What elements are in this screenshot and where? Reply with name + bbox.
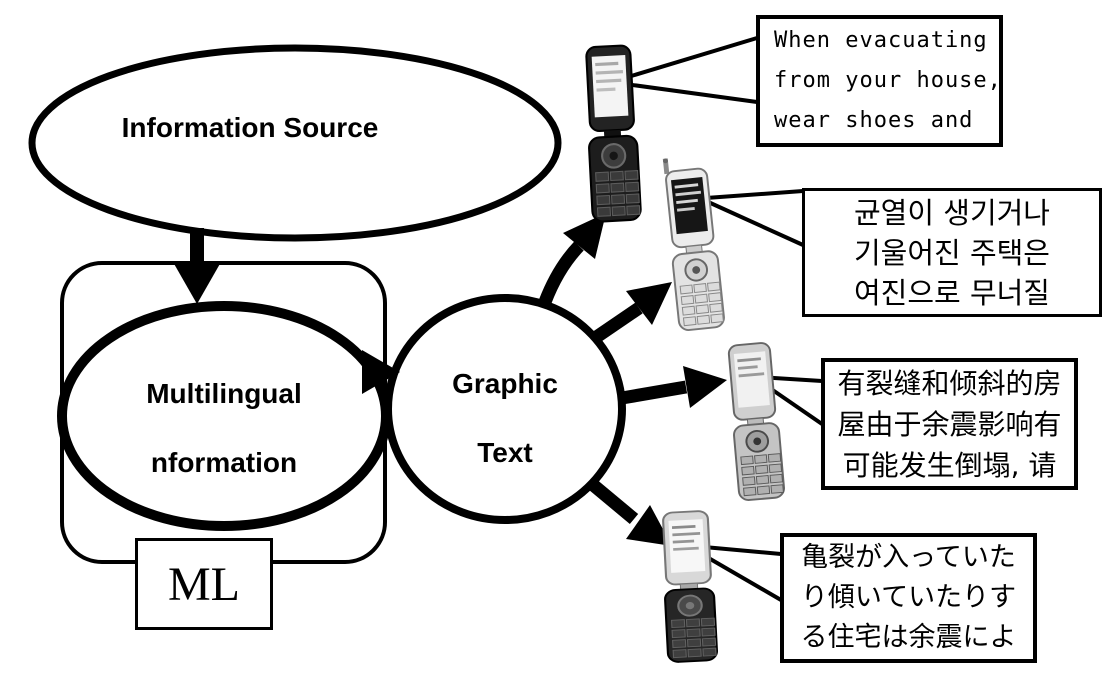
graphic-text-label-line1: Graphic [452, 368, 558, 399]
graphic-text-label-line2: Text [477, 437, 533, 468]
arrow-to-phone-korean [591, 282, 672, 344]
arrow-source-to-multilingual [173, 228, 221, 304]
multilingual-label-line2: nformation [150, 447, 298, 478]
callout-line: 기울어진 주택은 [854, 235, 1050, 270]
multilingual-information-ellipse [57, 301, 391, 531]
callout-line: 屋由于余震影响有 [837, 407, 1062, 441]
callout-box-chinese: 有裂缝和倾斜的房 屋由于余震影响有 可能发生倒塌, 请 [821, 358, 1078, 490]
callout-line: When evacuating [774, 28, 988, 53]
callout-tail-korean [705, 189, 804, 247]
arrow-multilingual-to-graphic [362, 350, 400, 394]
callout-line: 여진으로 무너질 [854, 275, 1050, 310]
callout-line: from your house, [774, 68, 1002, 93]
graphic-text-ellipse [384, 294, 626, 524]
callout-line: り傾いていたりす [800, 582, 1017, 613]
callout-line: 균열이 생기거나 [854, 195, 1050, 230]
callout-line: 亀裂が入っていた [801, 542, 1016, 573]
ml-tag-box: ML [135, 538, 273, 630]
arrow-to-phone-english [538, 213, 606, 305]
phone-korean-icon [662, 158, 725, 331]
arrow-to-phone-chinese [620, 366, 727, 408]
phone-chinese-icon [727, 342, 785, 501]
information-source-label: Information Source [121, 112, 379, 143]
multilingual-label-line1: Multilingual [146, 378, 302, 409]
phone-japanese-icon [662, 510, 719, 663]
callout-line: wear shoes and [774, 108, 974, 133]
callout-line: 可能发生倒塌, 请 [842, 448, 1057, 482]
callout-box-korean: 균열이 생기거나 기울어진 주택은 여진으로 무너질 [802, 188, 1102, 317]
phone-english-icon [585, 44, 642, 223]
callout-box-japanese: 亀裂が入っていた り傾いていたりす る住宅は余震によ [780, 533, 1037, 663]
information-source-ellipse [28, 44, 562, 242]
arrow-to-phone-japanese [587, 479, 672, 546]
ml-tag-label: ML [168, 557, 240, 611]
callout-box-english: When evacuating from your house, wear sh… [756, 15, 1003, 147]
callout-line: 有裂缝和倾斜的房 [837, 366, 1062, 400]
phone-screen [733, 351, 770, 408]
callout-tail-english [617, 36, 758, 104]
callout-line: る住宅は余震によ [800, 622, 1017, 653]
